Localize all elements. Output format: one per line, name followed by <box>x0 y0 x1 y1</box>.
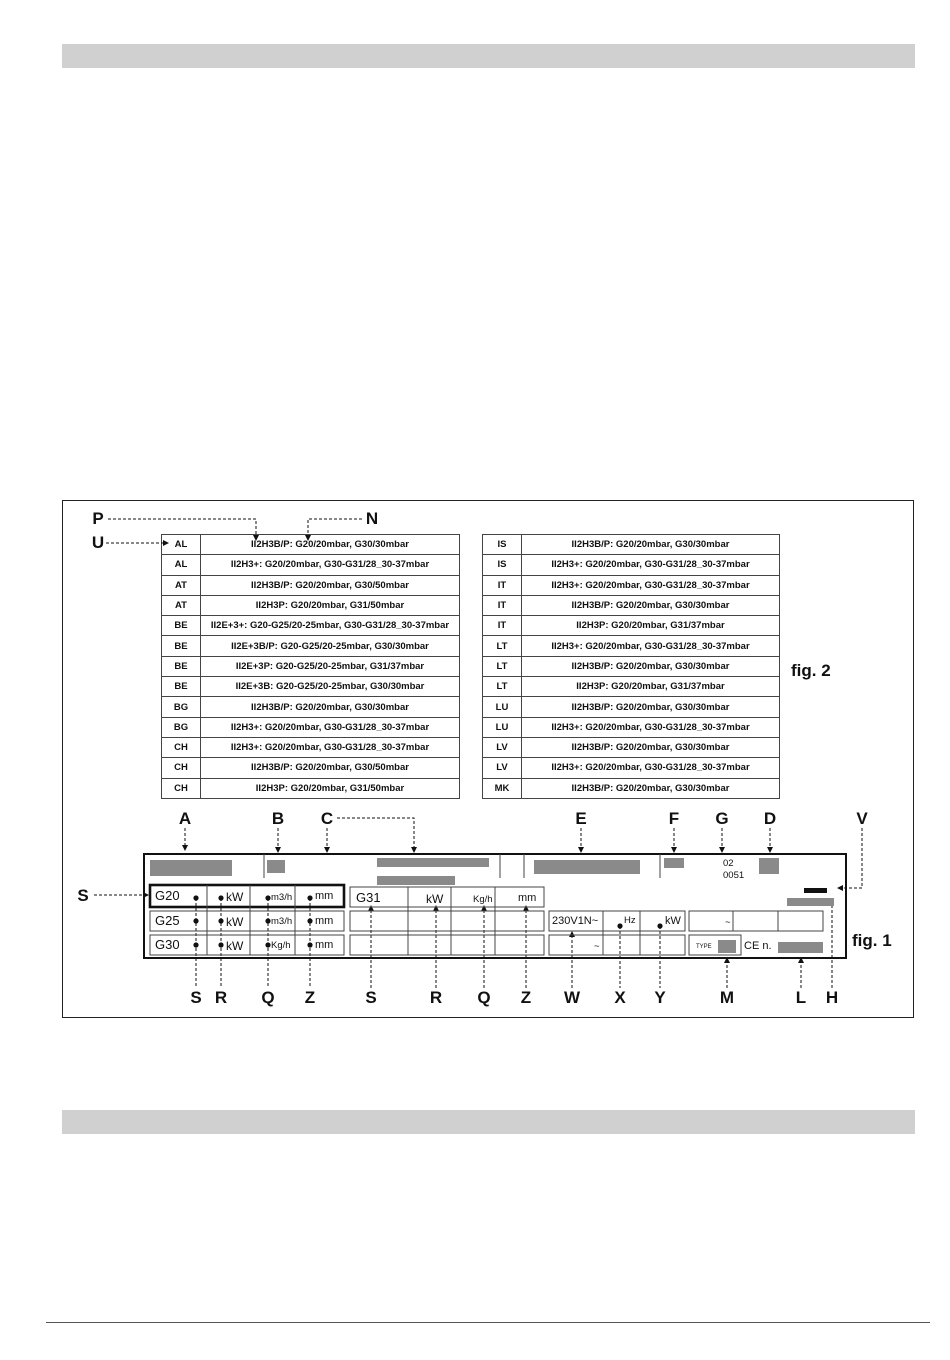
callout-z2: Z <box>520 988 532 1007</box>
figure-panel <box>62 500 914 1018</box>
callout-s2: S <box>365 988 377 1007</box>
callout-q2: Q <box>477 988 491 1007</box>
gas-row-2-power-unit: kW <box>226 915 244 929</box>
callout-r2: R <box>429 988 443 1007</box>
gas-row-3-power-unit: kW <box>226 939 244 953</box>
g31-name: G31 <box>356 890 381 905</box>
gas-category-cell: II2H3B/P: G20/20mbar, G30/30mbar <box>521 655 780 678</box>
callout-f: F <box>668 809 680 828</box>
callout-x: X <box>614 988 626 1007</box>
g31-pressure-unit: mm <box>518 892 537 904</box>
tilde-mark-1: ~ <box>594 941 600 952</box>
callout-z1: Z <box>304 988 316 1007</box>
gas-row-2-flow-unit: m3/h <box>271 916 293 927</box>
type-label: TYPE <box>696 944 712 950</box>
callout-c: C <box>320 809 334 828</box>
gas-row-3-flow-unit: Kg/h <box>271 940 291 951</box>
section-header-bar-top <box>62 44 915 68</box>
tilde-mark-2: ~ <box>725 917 731 928</box>
electric-power-unit: kW <box>665 915 681 927</box>
gas-row-2-name: G25 <box>155 913 180 928</box>
callout-n: N <box>365 509 379 528</box>
callout-p: P <box>92 509 104 528</box>
callout-l: L <box>795 988 807 1007</box>
callout-s1: S <box>190 988 202 1007</box>
callout-y: Y <box>654 988 666 1007</box>
gas-row-3-pressure-unit: mm <box>315 939 334 951</box>
callout-a: A <box>178 809 192 828</box>
callout-w: W <box>563 988 581 1007</box>
plate-g-value-1: 02 <box>723 858 734 869</box>
callout-m: M <box>719 988 735 1007</box>
gas-row-3-name: G30 <box>155 937 180 952</box>
page-footer-rule <box>46 1322 930 1323</box>
gas-row-1-pressure-unit: mm <box>315 890 334 902</box>
voltage-value: 230V1N~ <box>552 915 599 927</box>
gas-row-1-power-unit: kW <box>226 890 244 904</box>
callout-e: E <box>575 809 587 828</box>
callout-v: V <box>856 809 868 828</box>
callout-h: H <box>825 988 839 1007</box>
gas-row-1-flow-unit: m3/h <box>271 892 293 903</box>
callout-q1: Q <box>261 988 275 1007</box>
ce-number-label: CE n. <box>744 940 772 952</box>
callout-u: U <box>91 533 105 552</box>
fig1-label: fig. 1 <box>852 931 892 950</box>
fig2-label: fig. 2 <box>791 661 831 680</box>
gas-row-1-name: G20 <box>155 888 180 903</box>
gas-category-cell: II2H3P: G20/20mbar, G31/50mbar <box>200 777 460 799</box>
section-header-bar-bottom <box>62 1110 915 1134</box>
frequency-unit: Hz <box>624 915 636 926</box>
g31-flow-unit: Kg/h <box>473 894 493 905</box>
callout-r1: R <box>214 988 228 1007</box>
callout-b: B <box>271 809 285 828</box>
callout-g: G <box>715 809 729 828</box>
gas-row-2-pressure-unit: mm <box>315 915 334 927</box>
g31-power-unit: kW <box>426 892 444 906</box>
callout-d: D <box>763 809 777 828</box>
gas-category-cell: II2H3B/P: G20/20mbar, G30/30mbar <box>521 777 780 799</box>
callout-s-side: S <box>77 886 89 905</box>
plate-g-value-2: 0051 <box>723 870 745 881</box>
